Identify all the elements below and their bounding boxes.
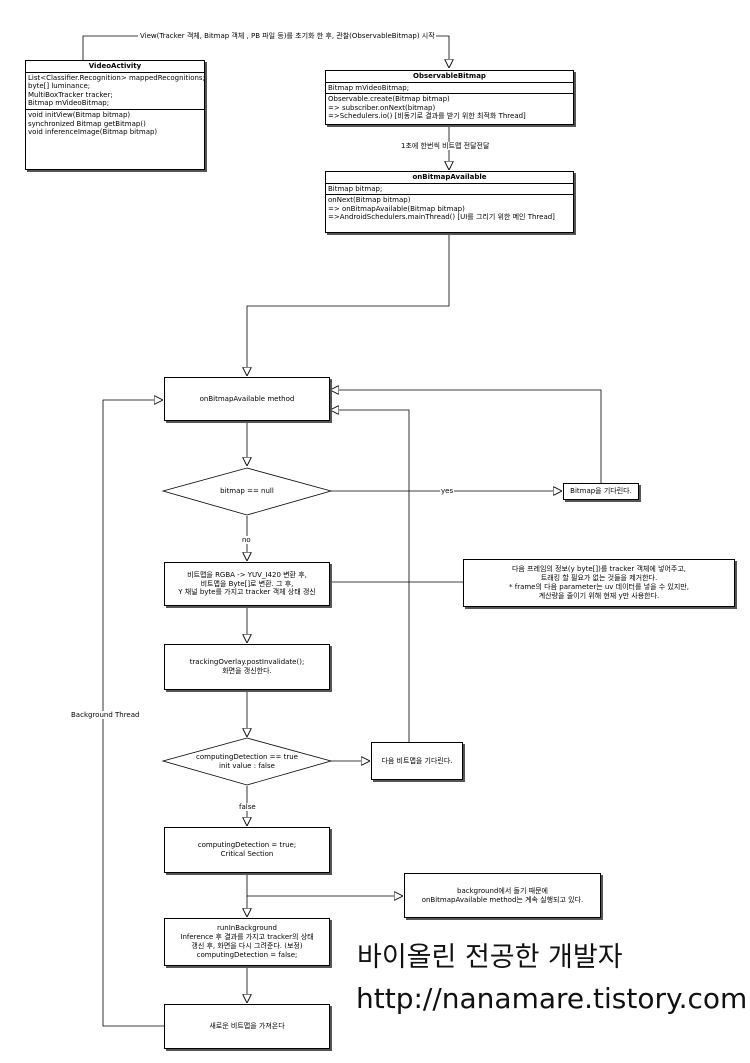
decision-computing-line: init value : false	[219, 761, 275, 770]
video-activity-attributes: List<Classifier.Recognition> mappedRecog…	[26, 73, 204, 109]
run-line: runInBackground	[216, 924, 277, 933]
background-note-line: background에서 돌기 때문에	[457, 886, 548, 895]
wait-next-label: 다음 비트맵을 기다린다.	[381, 756, 453, 765]
convert-line: 비트맵을 Byte[]로 변환. 그 후,	[200, 579, 294, 588]
method: synchronized Bitmap getBitmap()	[28, 119, 146, 128]
background-note-box: background에서 돌기 때문에 onBitmapAvailable me…	[404, 873, 601, 918]
critical-section-box: computingDetection = true; Critical Sect…	[164, 827, 330, 873]
critical-line: Critical Section	[220, 850, 274, 858]
observable-bitmap-methods: Observable.create(Bitmap bitmap) => subs…	[326, 93, 573, 122]
method-box: onBitmapAvailable method	[164, 377, 330, 421]
method: onNext(Bitmap bitmap)	[328, 196, 411, 205]
convert-note-box: 다음 프레임의 정보(y byte[])를 tracker 객체에 넣어주고, …	[463, 559, 735, 607]
method: =>Schedulers.io() [비동기로 결과를 받기 위한 최적화 Th…	[328, 112, 526, 121]
on-bitmap-available-attributes: Bitmap bitmap;	[326, 184, 573, 195]
attribute: MultiBoxTracker tracker;	[28, 90, 113, 99]
watermark-title: 바이올린 전공한 개발자	[357, 942, 623, 973]
attribute: Bitmap mVideoBitmap;	[28, 99, 110, 108]
decision-computing-line: computingDetection == true	[196, 753, 298, 761]
run-line: Inference 후 결과를 가지고 tracker의 상태	[180, 933, 314, 942]
method: => subscriber.onNext(bitmap)	[328, 103, 436, 112]
yes-label: yes	[440, 487, 455, 495]
background-thread-label: Background Thread	[70, 711, 141, 719]
method-box-label: onBitmapAvailable method	[199, 394, 295, 403]
decision-computing-detection	[161, 737, 333, 786]
attribute: Bitmap mVideoBitmap;	[328, 83, 410, 92]
convert-note-line: 트래킹 할 필요가 없는 것들을 제거한다.	[540, 574, 658, 583]
fetch-new-bitmap-box: 새로운 비트맵을 가져온다	[164, 1004, 330, 1049]
video-activity-title: VideoActivity	[26, 61, 204, 73]
run-in-background-box: runInBackground Inference 후 결과를 가지고 trac…	[164, 918, 330, 966]
on-bitmap-available-title: onBitmapAvailable	[326, 172, 573, 184]
fetch-new-label: 새로운 비트맵을 가져온다	[209, 1022, 285, 1031]
attribute: Bitmap bitmap;	[328, 184, 383, 193]
wait-bitmap-label: Bitmap을 기다린다.	[570, 487, 632, 496]
overlay-line: trackingOverlay.postInvalidate();	[189, 658, 305, 667]
top-note: View(Tracker 객체, Bitmap 객체 , PB 파일 등)를 초…	[139, 32, 436, 40]
false-label: false	[238, 803, 257, 811]
observable-bitmap-class: ObservableBitmap Bitmap mVideoBitmap; Ob…	[325, 70, 574, 125]
watermark-url: http://nanamare.tistory.com	[356, 982, 748, 1015]
convert-note-line: 다음 프레임의 정보(y byte[])를 tracker 객체에 넣어주고,	[511, 565, 687, 574]
convert-line: Y 채널 byte를 가지고 tracker 객체 상태 갱신	[178, 588, 316, 597]
transfer-note: 1초에 한번씩 비트맵 전달전달	[400, 142, 491, 150]
method: => onBitmapAvailable(Bitmap bitmap)	[328, 204, 465, 213]
attribute: byte[] luminance;	[28, 82, 91, 91]
convert-line: 비트맵을 RGBA -> YUV_I420 변환 후,	[187, 570, 307, 579]
run-line: 갱신 후, 화면을 다시 그려준다. (보정)	[191, 942, 303, 950]
attribute: List<Classifier.Recognition> mappedRecog…	[28, 73, 204, 82]
decision-null-label: bitmap == null	[220, 487, 274, 495]
decision-bitmap-null	[161, 467, 333, 516]
observable-bitmap-attributes: Bitmap mVideoBitmap;	[326, 83, 573, 94]
method: Observable.create(Bitmap bitmap)	[328, 95, 450, 104]
video-activity-class: VideoActivity List<Classifier.Recognitio…	[25, 60, 205, 170]
method: void inferenceImage(Bitmap bitmap)	[28, 128, 158, 137]
video-activity-methods: void initView(Bitmap bitmap) synchronize…	[26, 108, 204, 138]
overlay-box: trackingOverlay.postInvalidate(); 화면을 갱신…	[164, 644, 330, 690]
convert-box: 비트맵을 RGBA -> YUV_I420 변환 후, 비트맵을 Byte[]로…	[164, 562, 330, 606]
no-label: no	[241, 536, 252, 544]
wait-bitmap-box: Bitmap을 기다린다.	[563, 483, 639, 500]
overlay-line: 화면을 갱신한다.	[222, 667, 272, 675]
run-line: computingDetection = false;	[196, 950, 298, 959]
decision-computing-label: computingDetection == true init value : …	[163, 753, 331, 770]
wait-next-box: 다음 비트맵을 기다린다.	[371, 742, 463, 780]
convert-note-line: * frame의 다음 parameter는 uv 데이터를 넣을 수 있지만,	[509, 583, 689, 591]
critical-line: computingDetection = true;	[197, 841, 297, 850]
on-bitmap-available-methods: onNext(Bitmap bitmap) => onBitmapAvailab…	[326, 194, 573, 223]
background-note-line: onBitmapAvailable method는 계속 실행되고 있다.	[421, 895, 584, 904]
on-bitmap-available-class: onBitmapAvailable Bitmap bitmap; onNext(…	[325, 171, 574, 233]
method: =>AndroidSchedulers.mainThread() [UI를 그리…	[328, 213, 555, 222]
method: void initView(Bitmap bitmap)	[28, 110, 131, 119]
convert-note-line: 계산량을 줄이기 위해 현재 y만 사용한다.	[538, 591, 660, 600]
observable-bitmap-title: ObservableBitmap	[326, 71, 573, 83]
